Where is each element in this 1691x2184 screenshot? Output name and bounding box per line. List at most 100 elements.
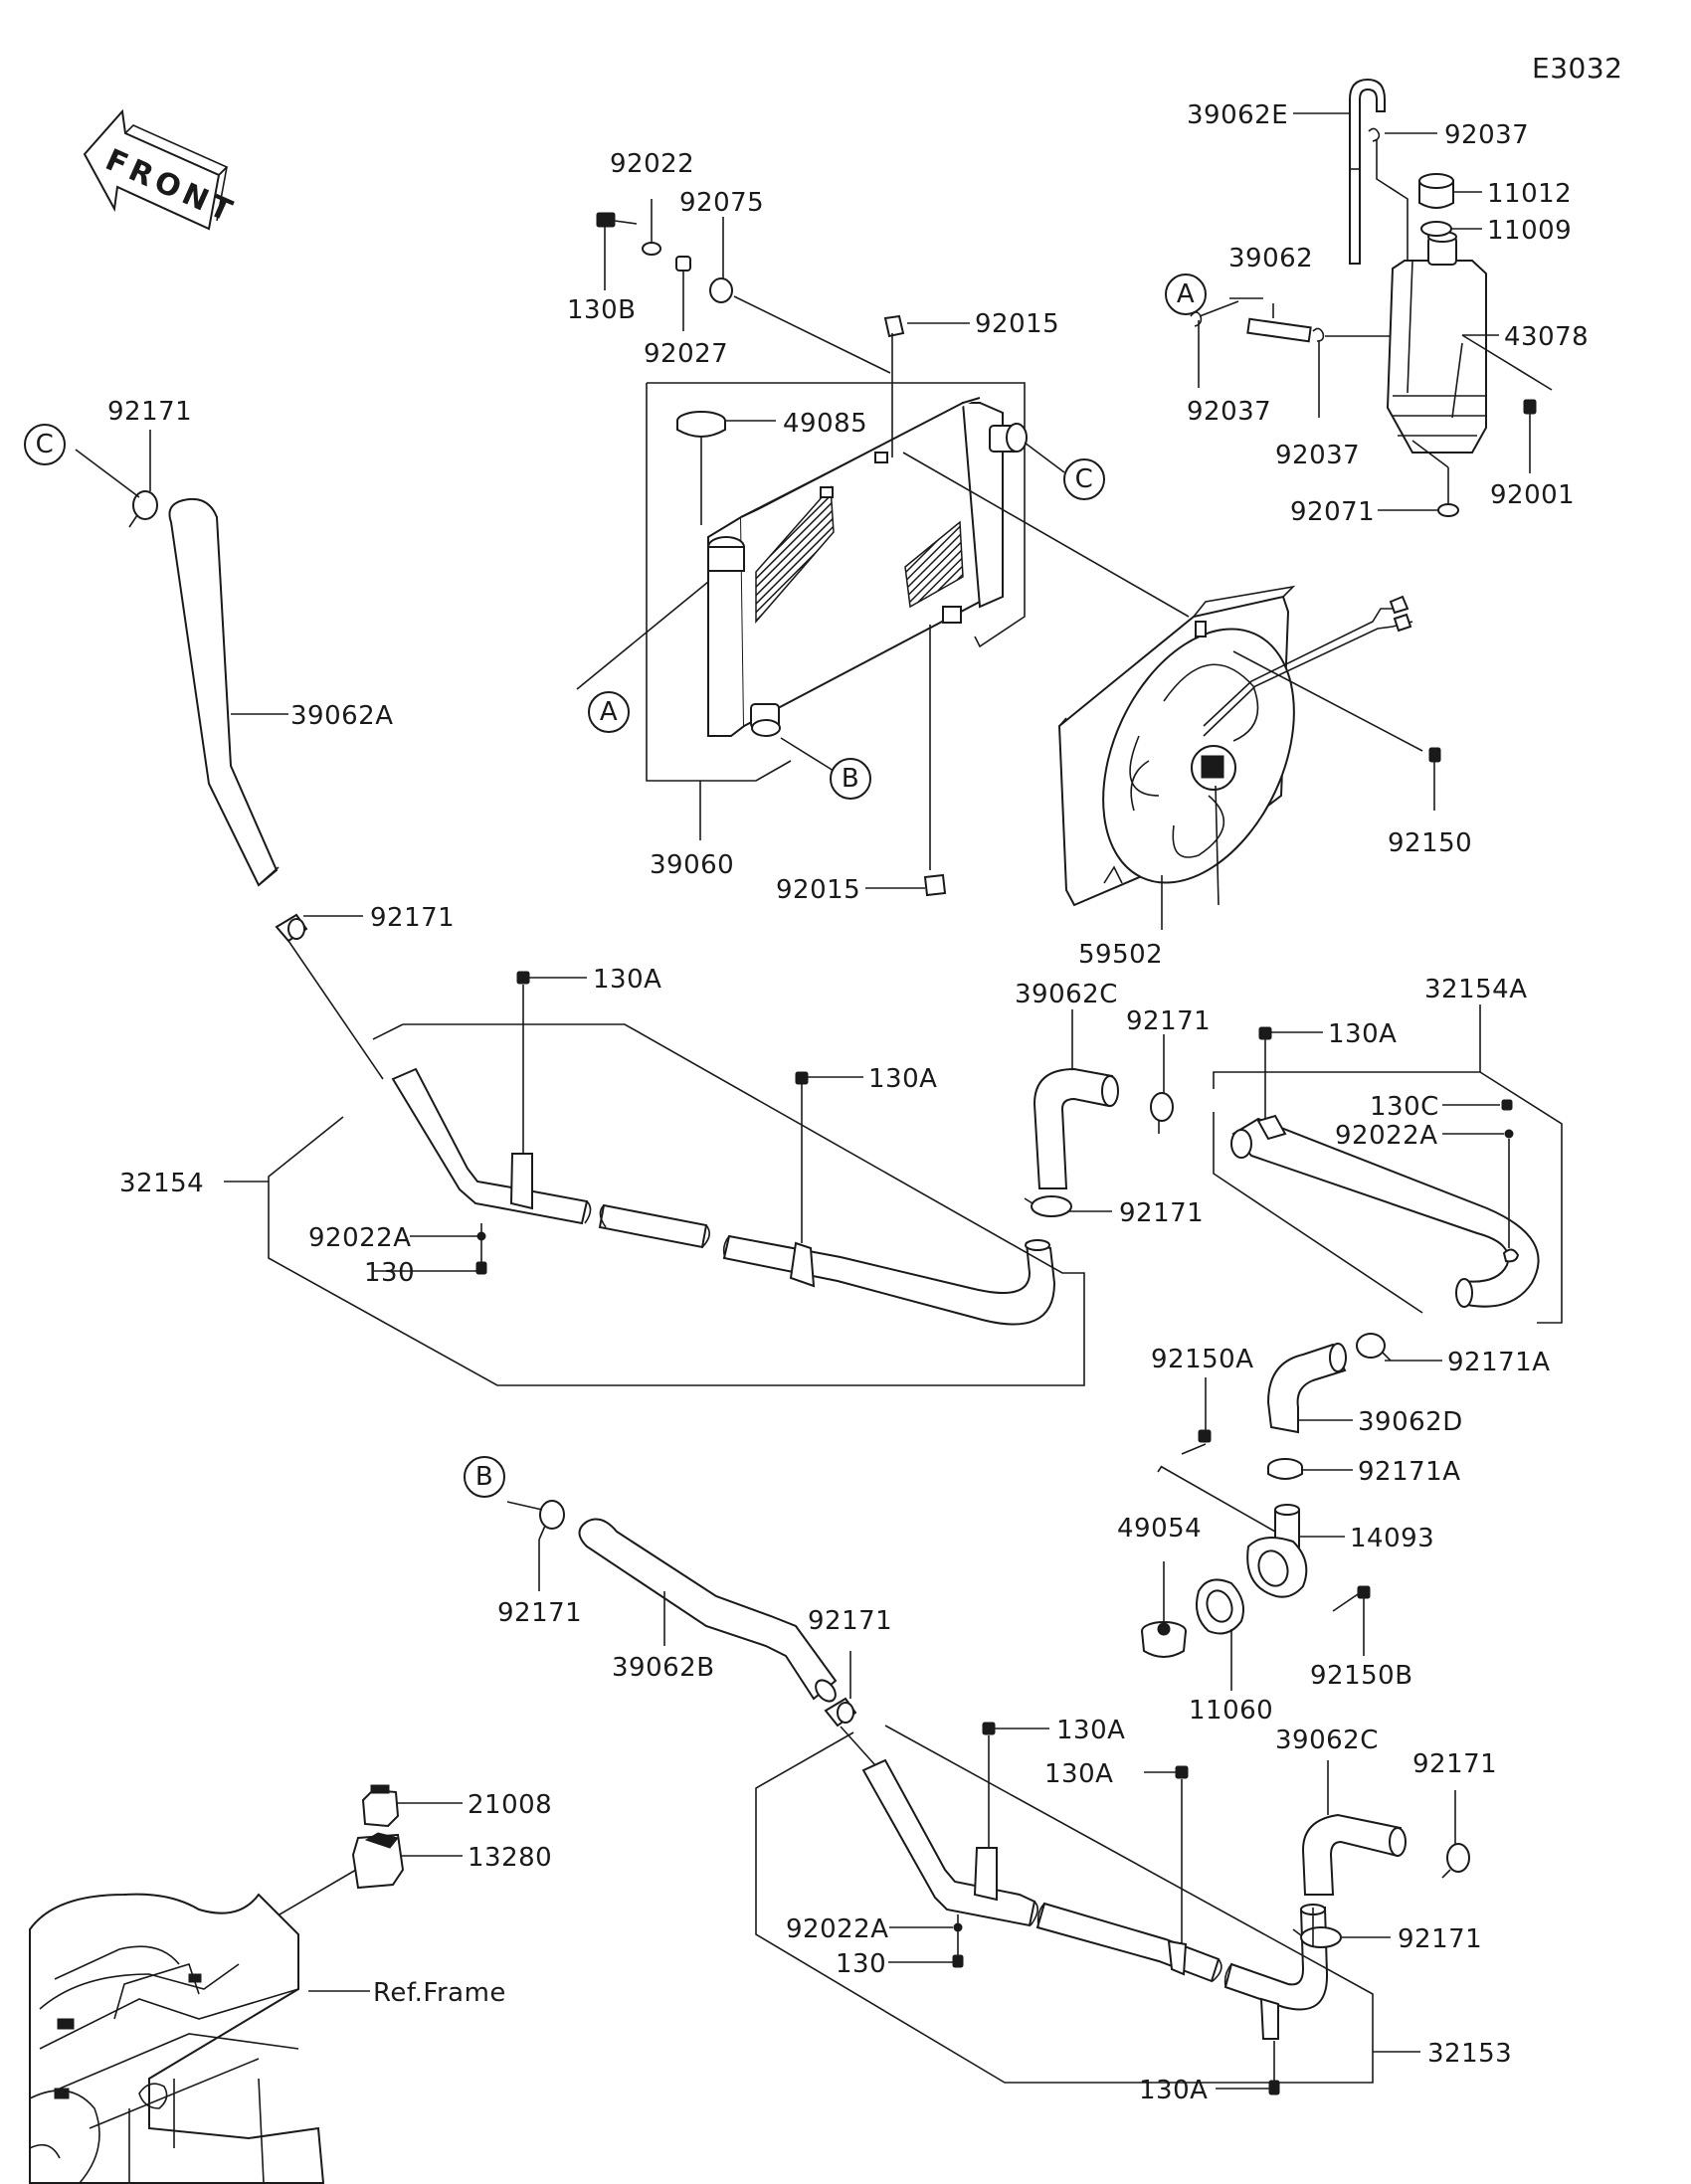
- label-130A-6: 130A: [1139, 2076, 1208, 2105]
- gasket-11060: [1196, 1578, 1244, 1635]
- bolt-130-2: [952, 1954, 964, 1968]
- svg-text:A: A: [600, 697, 618, 727]
- label-130A-2: 130A: [868, 1064, 937, 1094]
- clip-92015-top: [883, 314, 905, 338]
- label-92037-top: 92037: [1444, 120, 1529, 150]
- label-49054: 49054: [1117, 1514, 1202, 1544]
- bracket-13280: [351, 1832, 405, 1890]
- label-92037-left: 92037: [1187, 397, 1271, 427]
- label-39062C-top: 39062C: [1015, 980, 1118, 1009]
- label-92171-r2: 92171: [1398, 1924, 1482, 1954]
- bolt-130C: [1501, 1099, 1513, 1111]
- label-92171-c: 92171: [107, 397, 192, 427]
- reservoir-tank: [1386, 231, 1487, 454]
- grommet-92075: [709, 277, 733, 303]
- callout-c-hose: C: [24, 424, 66, 465]
- clamp-92171A-2: [1267, 1458, 1303, 1480]
- label-21008: 21008: [468, 1790, 552, 1820]
- hose-39062D: [1266, 1343, 1347, 1434]
- clip-92037-b: [1312, 327, 1325, 342]
- clip-92037-c: [1368, 127, 1381, 142]
- label-92071: 92071: [1290, 497, 1375, 527]
- fan-assembly-59502: [1057, 585, 1413, 907]
- label-92022A-1: 92022A: [308, 1223, 412, 1253]
- bolt-92150A: [1181, 1429, 1212, 1455]
- callout-a-right: A: [1165, 273, 1207, 315]
- bolt-130B: [596, 212, 638, 228]
- label-59502: 59502: [1078, 940, 1163, 970]
- bolt-92150B: [1332, 1585, 1371, 1612]
- label-11009: 11009: [1487, 216, 1572, 246]
- label-130A-1: 130A: [593, 965, 661, 995]
- clamp-92171-c: [128, 490, 158, 528]
- clip-92037-a: [1190, 311, 1203, 327]
- label-92037-mid: 92037: [1275, 441, 1360, 470]
- label-130B: 130B: [567, 295, 636, 325]
- label-39062A: 39062A: [290, 701, 394, 731]
- hose-39062A: [168, 497, 280, 887]
- nut-92071: [1437, 503, 1459, 517]
- frame-reference: [29, 1893, 325, 2184]
- label-43078: 43078: [1504, 322, 1589, 352]
- label-39062D: 39062D: [1358, 1407, 1463, 1437]
- svg-text:C: C: [1075, 464, 1094, 494]
- label-92171-r: 92171: [1412, 1749, 1497, 1779]
- thermostat-housing-14093: [1246, 1504, 1308, 1598]
- svg-text:B: B: [842, 764, 859, 794]
- svg-text:C: C: [36, 430, 55, 459]
- clamp-92171-top: [1150, 1092, 1174, 1134]
- label-130-2: 130: [836, 1949, 886, 1979]
- callout-c-radiator: C: [1063, 458, 1105, 500]
- label-92001: 92001: [1490, 480, 1575, 510]
- washer-92022A-2: [1504, 1129, 1514, 1139]
- label-92171-a: 92171: [370, 903, 455, 933]
- label-39062E: 39062E: [1187, 100, 1288, 130]
- label-130A-4: 130A: [1056, 1716, 1125, 1745]
- callout-b-radiator: B: [830, 758, 871, 800]
- washer-92022: [642, 242, 661, 256]
- label-39062B: 39062B: [612, 1653, 715, 1683]
- bolt-92001: [1523, 399, 1537, 415]
- label-32154: 32154: [119, 1169, 204, 1198]
- label-11012: 11012: [1487, 179, 1572, 209]
- pipe-32154: [391, 1067, 1056, 1326]
- clamp-92171-b: [538, 1500, 565, 1541]
- label-39062: 39062: [1228, 244, 1313, 273]
- callout-a-left: A: [588, 691, 630, 733]
- thermostat-49054: [1141, 1621, 1187, 1658]
- bolt-130A-3: [1258, 1026, 1272, 1040]
- label-130A-5: 130A: [1044, 1759, 1113, 1789]
- reservoir-hose-39062E: [1349, 78, 1409, 265]
- label-92027: 92027: [644, 339, 728, 369]
- clamp-92171A-1: [1356, 1333, 1392, 1362]
- clamp-92171-b2: [824, 1697, 857, 1728]
- label-39062C-bottom: 39062C: [1275, 1726, 1379, 1755]
- clamp-92171-r: [1441, 1843, 1470, 1879]
- label-ref-frame: Ref.Frame: [373, 1978, 506, 2008]
- bolt-130A-2: [795, 1071, 809, 1085]
- radiator-cap-49085: [676, 411, 726, 438]
- bracket-21008: [361, 1784, 400, 1828]
- label-92171-mid: 92171: [1119, 1198, 1204, 1228]
- label-92015-bottom: 92015: [776, 875, 860, 905]
- label-92150B: 92150B: [1310, 1661, 1413, 1691]
- pipe-32153-outline: [755, 1725, 1374, 2084]
- label-92022A-2: 92022A: [1335, 1121, 1438, 1151]
- callout-b-hose: B: [464, 1456, 505, 1498]
- label-130C: 130C: [1370, 1092, 1439, 1122]
- clamp-92171-r2: [1292, 1926, 1342, 1948]
- svg-text:B: B: [475, 1462, 493, 1492]
- bolt-130A-4: [982, 1722, 996, 1735]
- bolt-92150: [1428, 747, 1441, 763]
- bolt-130A-5: [1175, 1765, 1189, 1779]
- pipe-32153: [861, 1758, 1329, 2040]
- bolt-130-1: [475, 1261, 487, 1275]
- collar-92027: [675, 256, 691, 272]
- reservoir-cap-11012: [1418, 173, 1454, 209]
- radiator-39060: [646, 382, 1028, 782]
- front-arrow-icon: FRONT: [83, 108, 242, 231]
- bolt-130A-6: [1268, 2080, 1280, 2095]
- label-14093: 14093: [1350, 1524, 1434, 1553]
- hose-39062C-bottom: [1301, 1813, 1407, 1896]
